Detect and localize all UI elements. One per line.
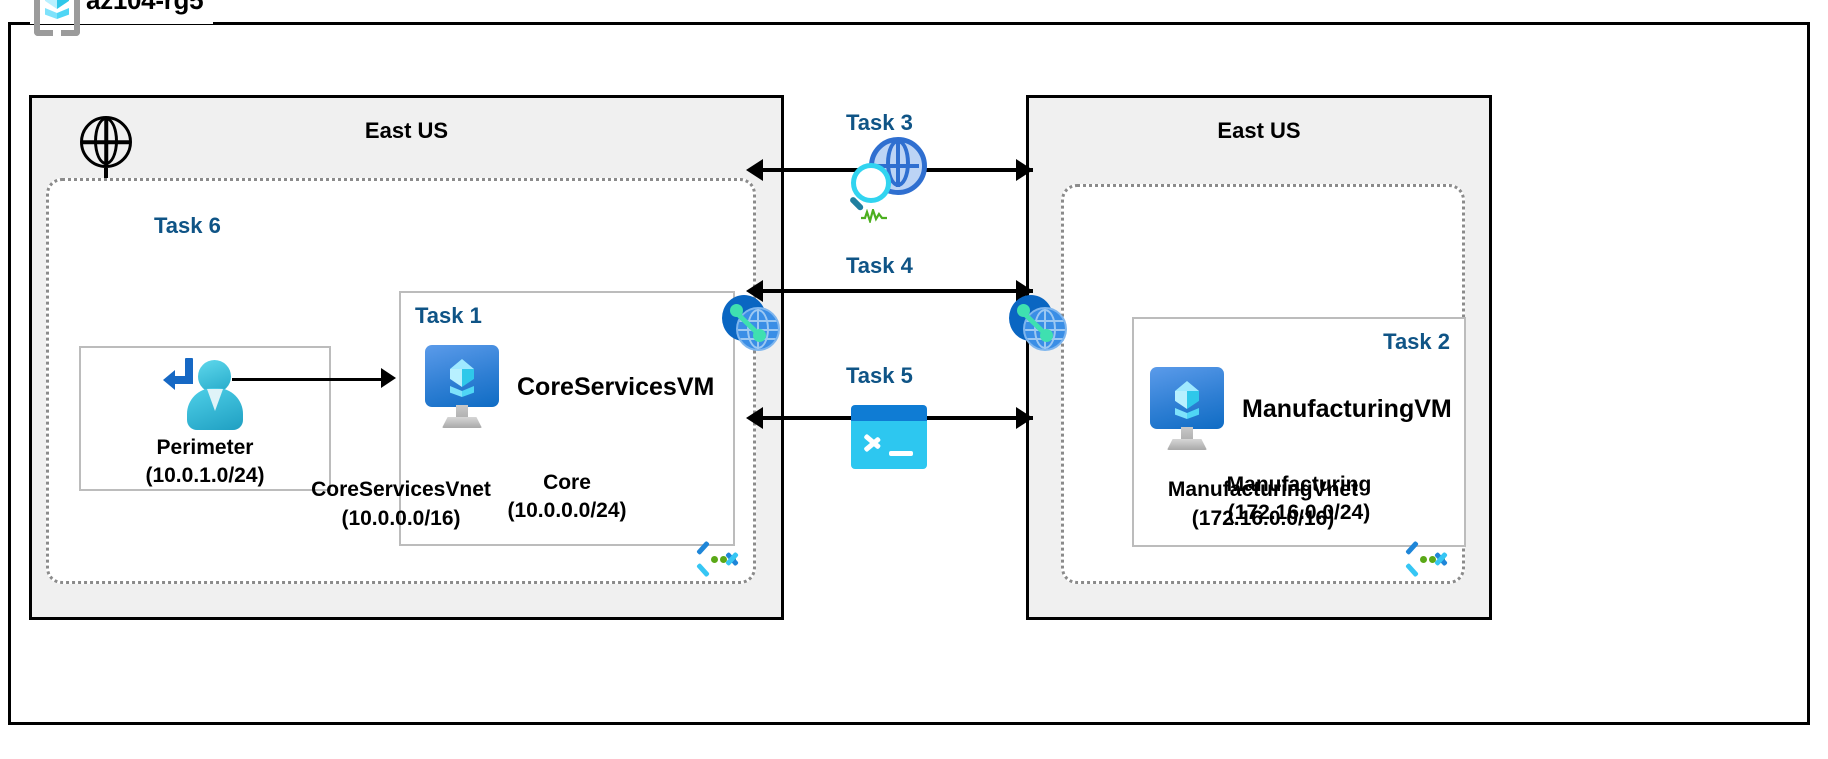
resource-group-cube-icon [34,0,80,36]
subnet-perimeter: Perimeter (10.0.1.0/24) [79,346,331,491]
vnet-manufacturing-cidr: (172.16.0.0/16) [1191,506,1335,530]
resource-group-name: az104-rg5 [86,0,204,16]
subnet-core-name: Core [543,471,591,494]
vnet-peering-icon-right [1009,293,1067,355]
task-label-6: Task 6 [154,213,221,238]
region-label-left: East US [364,118,449,143]
task-label-3: Task 3 [846,110,913,135]
perimeter-to-core-arrowhead [381,368,396,388]
vnet-core-cidr: (10.0.0.0/16) [341,506,461,530]
task-label-4: Task 4 [846,253,913,278]
subnet-core-caption: Core (10.0.0.0/24) [401,469,733,526]
task4-connector-line [761,289,1033,293]
resource-group-header: az104-rg5 [30,0,214,36]
task-label-5: Task 5 [846,363,913,388]
virtual-machine-icon [425,345,499,429]
subnet-manufacturing-cidr: (172.16.0.0/24) [1227,501,1371,525]
vnet-coreservicesvnet: Task 6 Perimeter (10.0.1.0/24) Task 1 [46,178,756,584]
network-watcher-icon [848,135,929,223]
task-label-1: Task 1 [415,303,482,328]
region-panel-right: East US Task 2 ManufacturingVM Manufactu… [1009,95,1492,620]
task-label-2: Task 2 [1383,329,1450,354]
waveform-glyph [861,209,887,223]
vnet-peering-icon-left [722,293,780,355]
task5-arrowhead-left [746,407,763,429]
subnet-manufacturing-name: Manufacturing [1226,473,1372,496]
vm-name-manufacturingvm: ManufacturingVM [1242,394,1452,423]
subnet-core-cidr: (10.0.0.0/24) [507,499,627,523]
internet-globe-icon [80,116,132,168]
manufacturing-vm-row: ManufacturingVM [1150,367,1452,451]
task5-arrowhead-right [1016,407,1033,429]
bastion-user-icon [163,356,247,432]
subnet-perimeter-cidr: (10.0.1.0/24) [145,464,265,488]
vnet-manufacturingvnet: Task 2 ManufacturingVM Manufacturing (17… [1061,184,1466,584]
region-label-right: East US [1217,118,1301,143]
code-brackets-dots-icon-manufacturing [1405,539,1452,579]
core-vm-row: CoreServicesVM [425,345,714,429]
subnet-core: Task 1 CoreServicesVM Core (10.0.0.0/24) [399,291,735,546]
region-panel-left: East US Task 6 Perimeter (10.0.1.0/24) [29,95,784,620]
vnet-manufacturing-name: ManufacturingVnet [1167,478,1359,502]
cloud-shell-terminal-icon [851,405,927,469]
subnet-manufacturing-caption: Manufacturing (172.16.0.0/24) [1134,471,1464,528]
vm-name-coreservicesvm: CoreServicesVM [517,372,715,401]
subnet-manufacturing: Task 2 ManufacturingVM Manufacturing (17… [1132,317,1466,547]
vnet-core-name: CoreServicesVnet [311,478,491,502]
subnet-perimeter-name: Perimeter [156,436,254,459]
vnet-manufacturing-caption: ManufacturingVnet (172.16.0.0/16) [1064,476,1462,533]
task3-arrowhead-left [746,159,763,181]
vnet-core-caption: CoreServicesVnet (10.0.0.0/16) [49,476,753,533]
task3-arrowhead-right [1016,159,1033,181]
subnet-perimeter-caption: Perimeter (10.0.1.0/24) [81,434,329,491]
code-brackets-dots-icon-core [696,539,743,579]
resource-group-container: East US Task 6 Perimeter (10.0.1.0/24) [8,22,1810,725]
perimeter-to-core-line [232,378,382,381]
virtual-machine-icon [1150,367,1224,451]
